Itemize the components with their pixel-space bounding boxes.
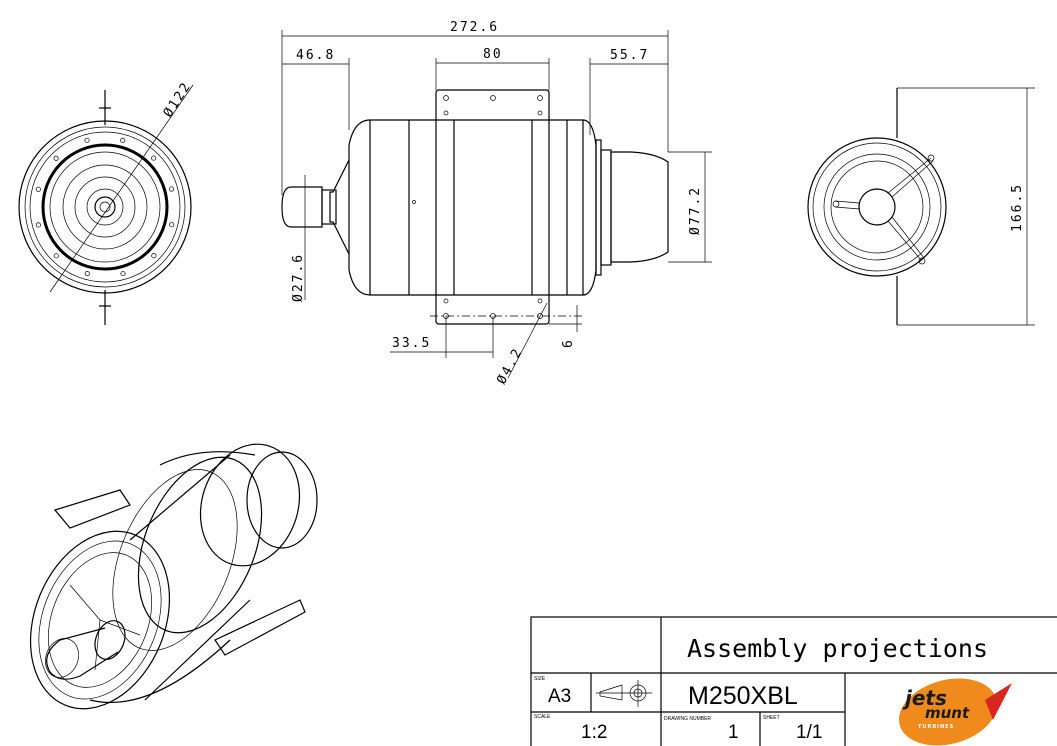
projection-symbol-icon — [596, 680, 652, 707]
sheet-value: 1/1 — [796, 722, 822, 743]
height-label: 166.5 — [1010, 183, 1025, 232]
bolt-hole — [151, 253, 157, 259]
bolt-hole — [120, 271, 126, 277]
size-value: A3 — [548, 686, 571, 707]
scale-value: 1:2 — [581, 722, 607, 743]
starter-diameter-label: Ø27.6 — [291, 253, 306, 302]
part-number: M250XBL — [688, 682, 798, 710]
bolt-hole — [84, 271, 90, 277]
bolt-hole — [169, 186, 175, 192]
svg-text:jets: jets — [902, 686, 947, 710]
size-label: SIZE — [534, 676, 546, 682]
hole-offset-label: 6 — [561, 338, 576, 348]
front-view: Ø122 — [18, 79, 195, 325]
svg-text:TURBINES: TURBINES — [918, 724, 954, 730]
hole-spacing-label: 33.5 — [392, 336, 431, 351]
bolt-hole — [35, 186, 41, 192]
bolt-hole — [169, 222, 175, 228]
nozzle-diameter-label: Ø77.2 — [688, 186, 703, 235]
inlet-length-label: 46.8 — [296, 48, 335, 63]
scale-label: SCALE — [534, 714, 551, 720]
drawing-number-label: DRAWING NUMBER — [664, 716, 711, 722]
bolt-hole — [120, 137, 126, 143]
drawing-number-value: 1 — [728, 722, 739, 743]
bolt-hole — [151, 155, 157, 161]
bolt-hole — [84, 137, 90, 143]
bolt-hole — [53, 253, 59, 259]
title-block: Assembly projections SIZE A3 M250XBL SCA… — [530, 616, 1057, 746]
front-diameter-label: Ø122 — [161, 79, 195, 120]
bolt-hole — [53, 155, 59, 161]
sheet-label: SHEET — [763, 715, 780, 721]
nozzle-length-label: 55.7 — [610, 48, 649, 63]
side-view: 272.6 46.8 80 55.7 — [281, 20, 712, 387]
bolt-hole — [35, 222, 41, 228]
jetsmunt-logo: jets munt TURBINES — [898, 678, 1012, 746]
hole-diameter-label: Ø4.2 — [494, 345, 526, 387]
drawing-title: Assembly projections — [687, 634, 988, 663]
rear-view: 166.5 — [807, 87, 1035, 326]
isometric-view — [29, 443, 318, 710]
svg-text:munt: munt — [925, 704, 970, 722]
overall-length-label: 272.6 — [450, 20, 499, 35]
mount-width-label: 80 — [483, 47, 503, 62]
